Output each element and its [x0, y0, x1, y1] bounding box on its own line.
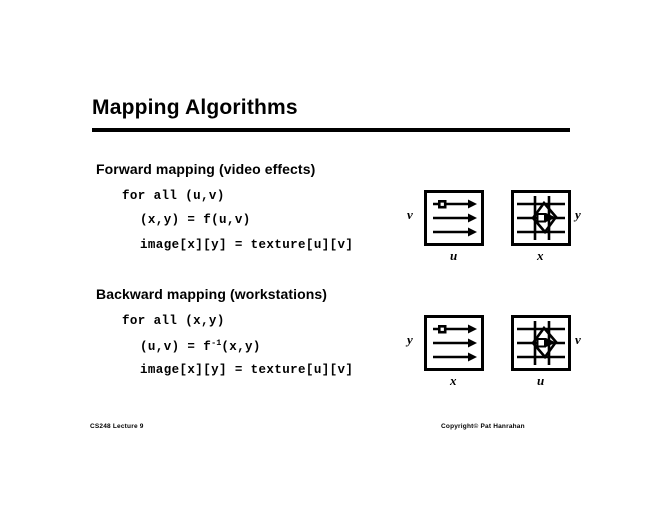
figure-axis-label-v: v	[407, 207, 413, 222]
figure-axis-label-v: v	[575, 332, 581, 347]
code-line-inverse: (u,v) = f-1(x,y)	[140, 338, 261, 354]
source-square-arrows-icon	[433, 324, 477, 362]
footer-copyright: Copyright© Pat Hanrahan	[441, 423, 525, 430]
code-line: image[x][y] = texture[u][v]	[140, 363, 354, 377]
figure-axis-label-x: x	[537, 248, 544, 263]
figure-axis-label-u: u	[450, 248, 458, 263]
section-heading-forward: Forward mapping (video effects)	[96, 161, 316, 177]
figure-group-forward: v u y x	[400, 180, 590, 270]
figure-axis-label-y: y	[575, 207, 581, 222]
code-line: for all (u,v)	[122, 189, 225, 203]
code-text: (u,v) = f	[140, 340, 212, 355]
code-text-tail: (x,y)	[221, 340, 261, 355]
title-divider	[92, 128, 570, 132]
code-superscript: -1	[211, 338, 222, 348]
figure-axis-label-x: x	[450, 373, 457, 388]
warped-grid-rotated-quad-icon	[517, 196, 565, 240]
source-square-arrows-icon	[433, 199, 477, 237]
figure-group-backward: y x v u	[400, 305, 590, 395]
figure-warped-grid	[511, 190, 571, 246]
footer-lecture-label: CS248 Lecture 9	[90, 423, 144, 430]
figure-axis-label-u: u	[537, 373, 545, 388]
code-line: image[x][y] = texture[u][v]	[140, 238, 354, 252]
figure-axis-label-y: y	[407, 332, 413, 347]
warped-grid-rotated-quad-icon	[517, 321, 565, 365]
figure-source-square	[424, 190, 484, 246]
code-line: (x,y) = f(u,v)	[140, 213, 251, 227]
code-line: for all (x,y)	[122, 314, 225, 328]
figure-source-square	[424, 315, 484, 371]
section-heading-backward: Backward mapping (workstations)	[96, 286, 328, 302]
page-title: Mapping Algorithms	[92, 96, 298, 119]
figure-warped-grid	[511, 315, 571, 371]
